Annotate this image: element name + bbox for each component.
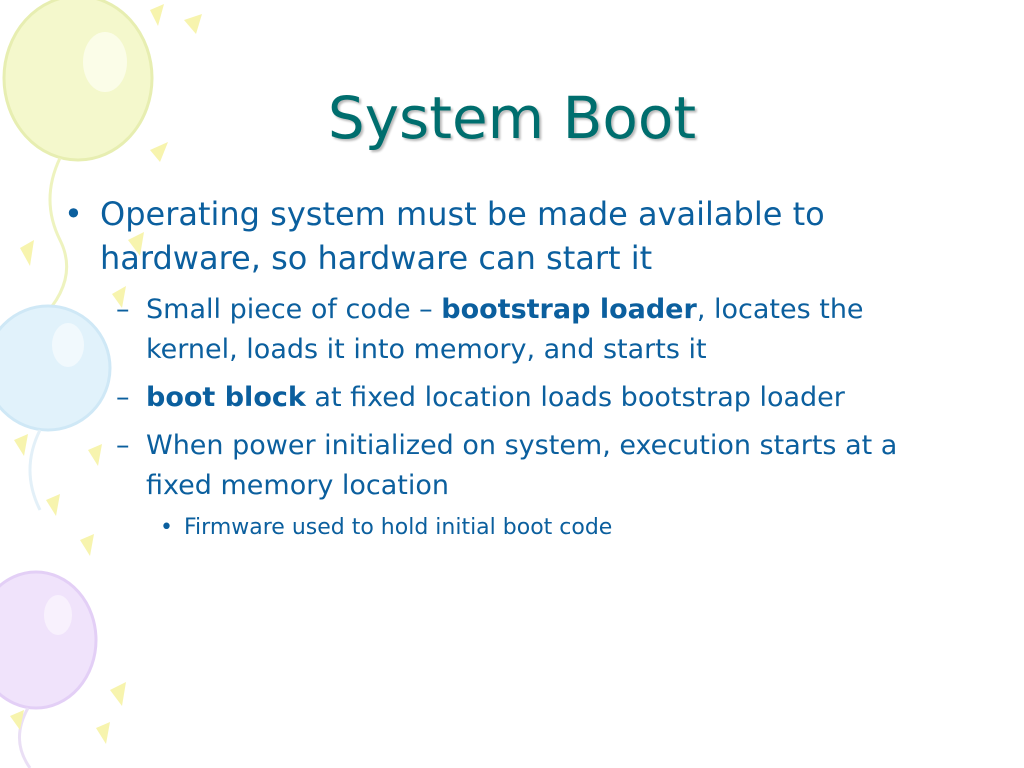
slide-body: • Operating system must be made availabl… xyxy=(60,192,960,544)
balloon-yellow-shine xyxy=(83,32,127,92)
confetti-piece xyxy=(14,434,28,456)
bullet-marker: • xyxy=(64,195,83,233)
balloon-purple-shine xyxy=(44,595,72,635)
confetti-piece xyxy=(46,494,60,516)
dash-marker: – xyxy=(116,430,130,461)
confetti-piece xyxy=(88,444,102,466)
confetti-piece xyxy=(10,710,24,730)
sub-bullet-list: – Small piece of code – bootstrap loader… xyxy=(60,290,960,544)
bullet-text: Operating system must be made available … xyxy=(100,195,825,277)
confetti-piece xyxy=(150,4,164,26)
confetti-piece xyxy=(184,14,202,34)
balloon-blue-shine xyxy=(52,323,84,367)
balloon-blue-string xyxy=(28,429,42,511)
balloon-yellow-string xyxy=(38,157,69,322)
confetti-piece xyxy=(110,682,126,706)
confetti-piece xyxy=(112,286,126,308)
dash-marker: – xyxy=(116,382,130,413)
slide-title: System Boot xyxy=(327,84,697,152)
sub-bullet-text-post: , locates the kernel, loads it into memo… xyxy=(146,294,864,365)
term-boot-block: boot block xyxy=(146,382,306,413)
sub-bullet-text: When power initialized on system, execut… xyxy=(146,430,898,501)
bullet-operating-system: • Operating system must be made availabl… xyxy=(60,192,960,280)
sub-bullet-boot-block: – boot block at fixed location loads boo… xyxy=(60,378,926,418)
confetti-piece xyxy=(128,232,144,256)
sub-sub-bullet-firmware: • Firmware used to hold initial boot cod… xyxy=(60,512,924,544)
confetti-piece xyxy=(20,240,34,266)
sub-bullet-text-post: at fixed location loads bootstrap loader xyxy=(305,382,845,413)
confetti-piece xyxy=(150,142,168,162)
sub-sub-bullet-text: Firmware used to hold initial boot code xyxy=(184,515,613,540)
sub-bullet-text-pre: Small piece of code – xyxy=(146,294,442,325)
sub-bullet-power-initialized: – When power initialized on system, exec… xyxy=(60,426,926,506)
balloon-purple-string xyxy=(18,707,32,768)
dash-marker: – xyxy=(116,294,130,325)
confetti-piece xyxy=(96,722,110,744)
balloon-purple xyxy=(0,570,98,710)
term-bootstrap-loader: bootstrap loader xyxy=(441,294,697,325)
bullet-marker: • xyxy=(160,515,173,540)
sub-bullet-bootstrap-loader: – Small piece of code – bootstrap loader… xyxy=(60,290,926,370)
confetti-piece xyxy=(80,534,94,556)
